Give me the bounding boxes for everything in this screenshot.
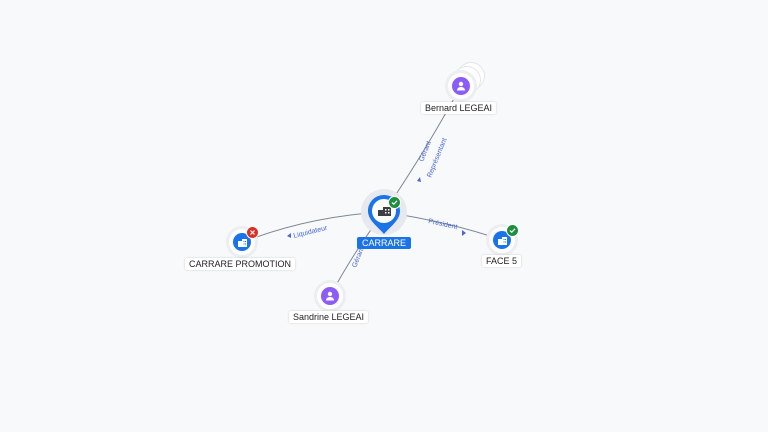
node-label-face-5[interactable]: FACE 5 xyxy=(482,255,522,267)
node-label-sandrine[interactable]: Sandrine LEGEAI xyxy=(289,311,369,323)
node-label-carrare-promotion[interactable]: CARRARE PROMOTION xyxy=(185,258,296,270)
edge-label-president: Président xyxy=(428,218,458,231)
company-icon xyxy=(233,233,251,251)
edge-label-gerant-bernard: Gérant xyxy=(418,140,433,163)
check-icon xyxy=(388,196,401,209)
node-carrare-promotion[interactable] xyxy=(229,226,259,255)
person-icon xyxy=(321,287,339,305)
node-label-carrare[interactable]: CARRARE xyxy=(357,237,412,249)
company-icon xyxy=(493,231,511,249)
node-face-5[interactable] xyxy=(489,224,519,253)
close-icon xyxy=(246,226,259,239)
edge-label-gerant-sandrine: Gérant xyxy=(351,246,366,269)
person-icon xyxy=(452,77,470,95)
node-bernard-legeai[interactable] xyxy=(448,73,474,99)
arrow-right-icon xyxy=(462,230,466,236)
node-carrare[interactable] xyxy=(366,194,402,234)
check-icon xyxy=(506,224,519,237)
edge-label-liquidateur: Liquidateur xyxy=(293,225,329,240)
node-label-bernard[interactable]: Bernard LEGEAI xyxy=(421,102,497,114)
arrow-left-icon xyxy=(287,233,291,238)
arrow-up-icon xyxy=(417,177,421,182)
node-sandrine-legeai[interactable] xyxy=(317,283,343,309)
